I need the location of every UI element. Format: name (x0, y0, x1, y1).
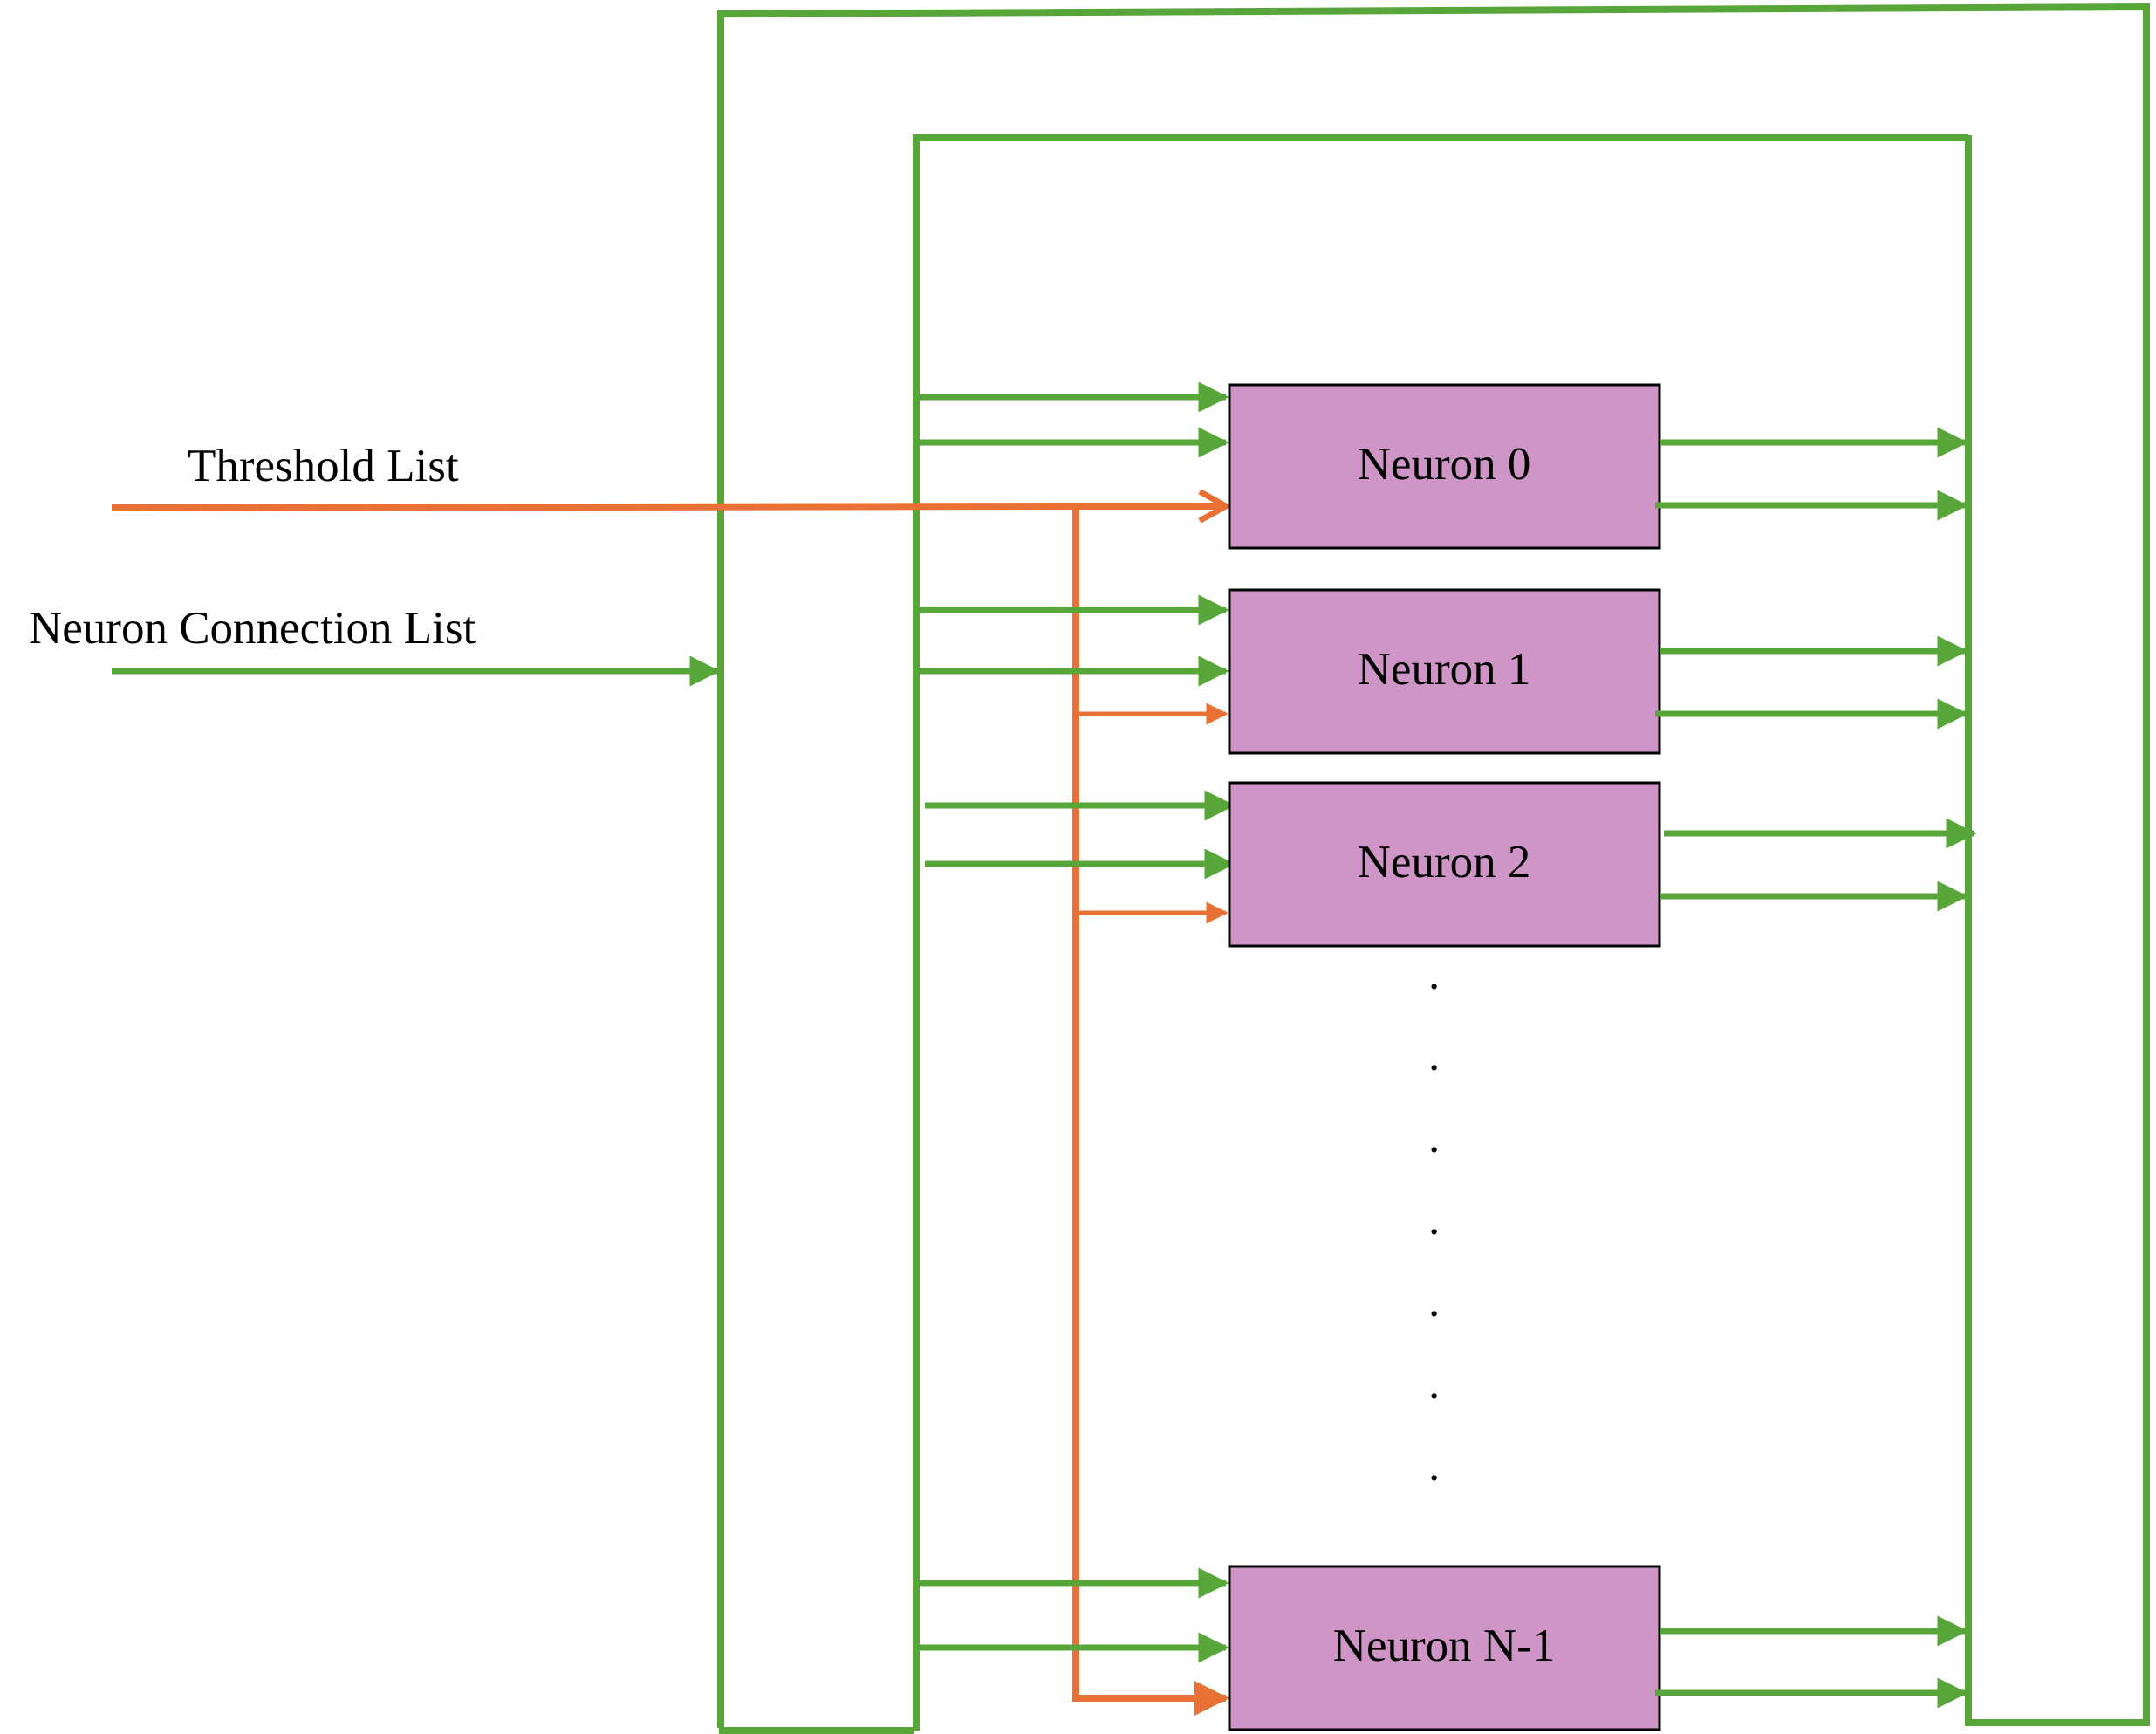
neuron-0-label: Neuron 0 (1358, 439, 1531, 490)
neuron-2: Neuron 2 (1228, 781, 1661, 948)
ellipsis-dot: . (1428, 1030, 1440, 1080)
neuron-n-1-box (1228, 1565, 1661, 1731)
ellipsis-dot: . (1428, 1194, 1440, 1244)
neuron-0: Neuron 0 (1228, 383, 1661, 550)
neuron-1-box (1228, 588, 1661, 755)
neuron-connection-list-label: Neuron Connection List (29, 603, 476, 654)
ellipsis-dot: . (1428, 1276, 1440, 1326)
neuron-0-box (1228, 383, 1661, 550)
neuron-1: Neuron 1 (1228, 588, 1661, 755)
ellipsis-dot: . (1428, 1440, 1440, 1491)
inner-bus-loop (913, 134, 1968, 1731)
outer-feedback-loop (717, 3, 2150, 1728)
threshold-list-label: Threshold List (188, 441, 459, 491)
neuron-n-1: Neuron N-1 (1228, 1565, 1661, 1731)
threshold-list-input-line (111, 503, 1077, 511)
threshold-bus (1072, 506, 1229, 1716)
neuron-n-1-label: Neuron N-1 (1333, 1621, 1556, 1671)
ellipsis-dot: . (1428, 1358, 1440, 1408)
neuron-2-box (1228, 781, 1661, 948)
neuron-1-label: Neuron 1 (1358, 644, 1531, 695)
ellipsis-dot: . (1428, 949, 1440, 999)
vertical-ellipsis: . . . . . . . (1428, 949, 1440, 1491)
neuron-2-label: Neuron 2 (1358, 837, 1531, 888)
inner-feedback-loop (719, 1727, 914, 1734)
ellipsis-dot: . (1428, 1112, 1440, 1162)
